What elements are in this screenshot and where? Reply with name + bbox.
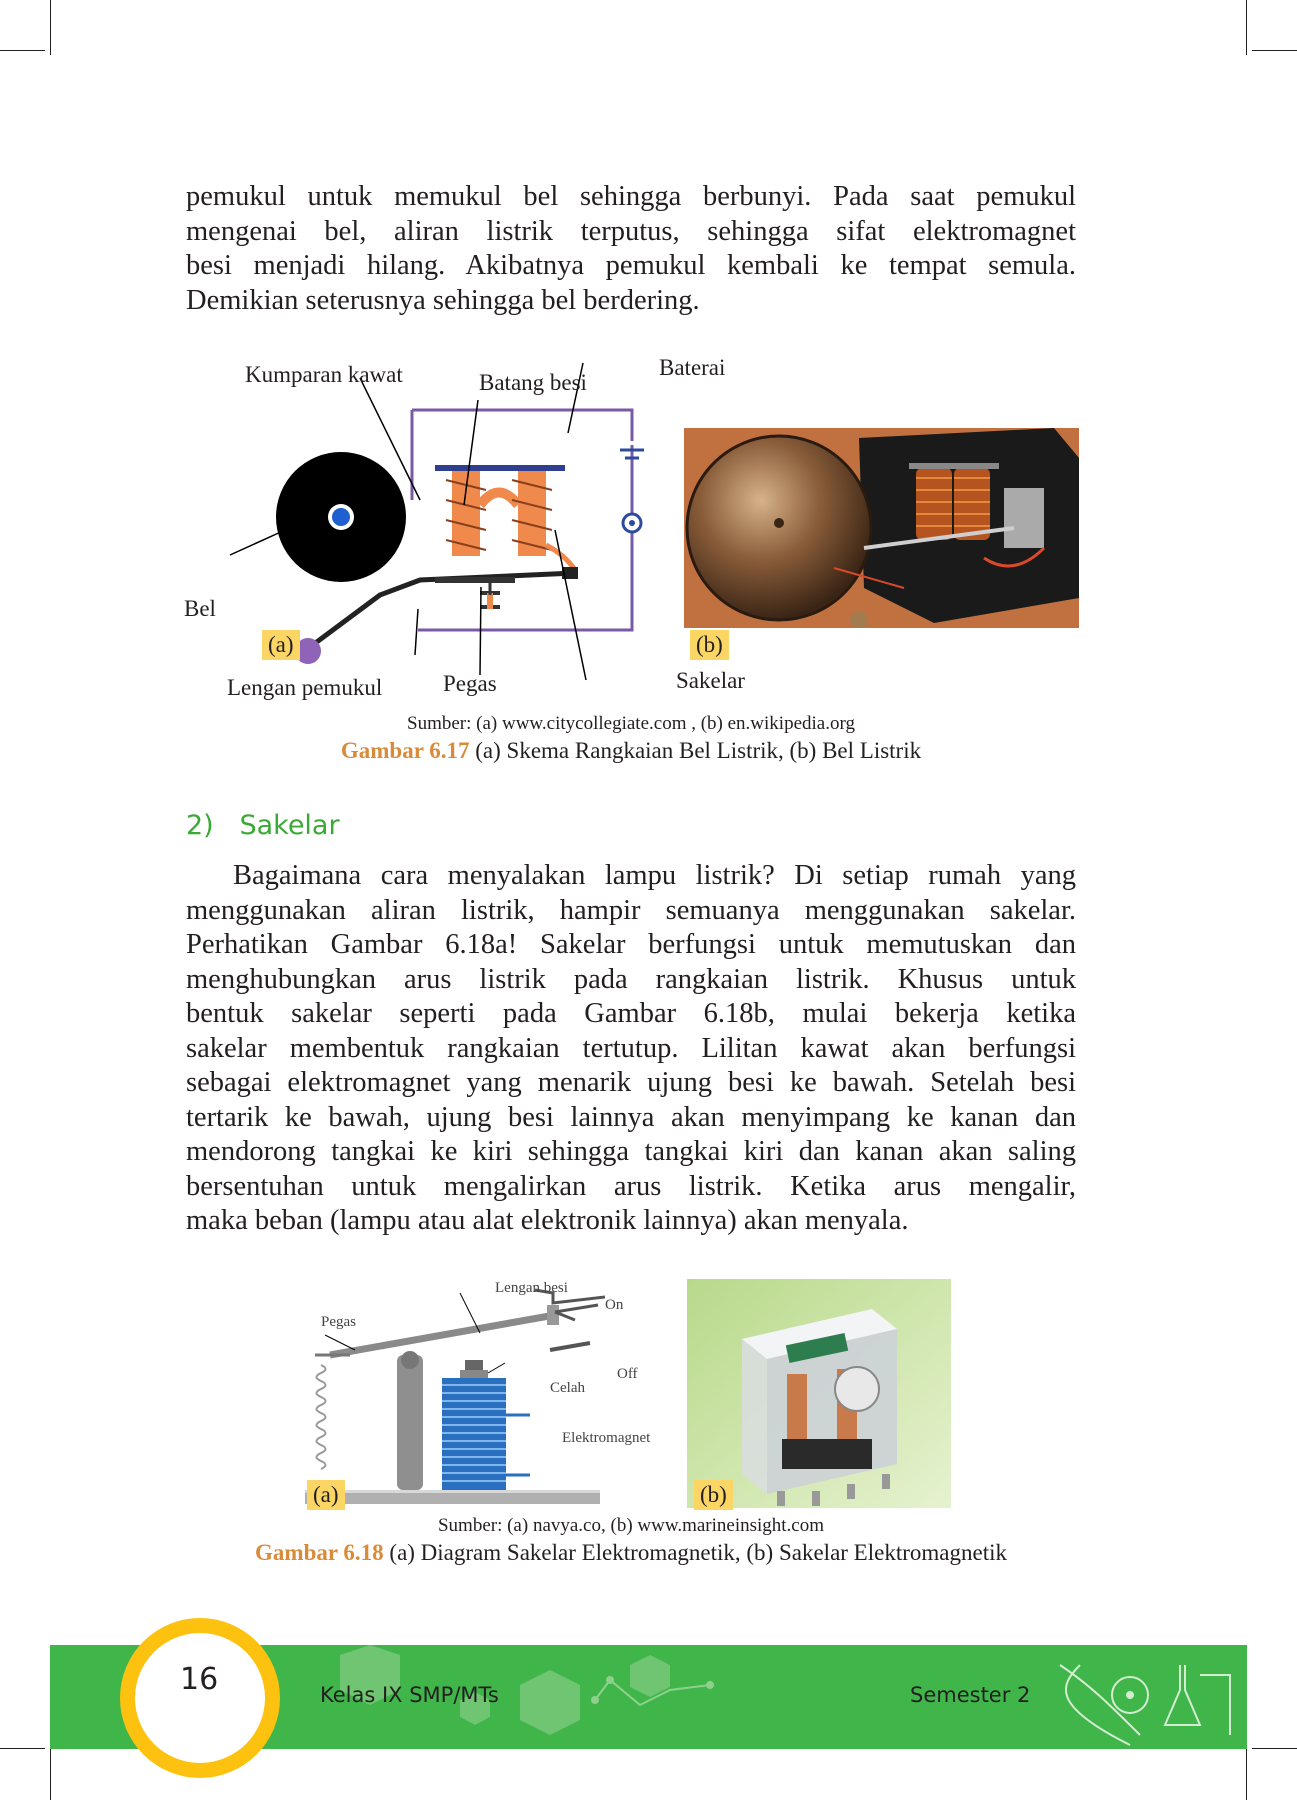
label-off: Off: [617, 1366, 638, 1382]
paragraph-bell-continued: pemukul untuk memukul bel sehingga berbu…: [186, 180, 1076, 318]
figure-tag-b: (b): [694, 1480, 733, 1510]
figure-caption: Gambar 6.17 (a) Skema Rangkaian Bel List…: [186, 738, 1076, 764]
page-number-inner: [135, 1633, 265, 1763]
crop-mark: [0, 50, 45, 51]
switch-diagram: [305, 1288, 605, 1504]
text-line: pemukul untuk memukul bel sehingga berbu…: [186, 181, 1076, 212]
text-line: Bagaimana cara menyalakan lampu listrik?…: [233, 860, 1076, 891]
footer-class-label: Kelas IX SMP/MTs: [320, 1683, 499, 1707]
page-number: 16: [180, 1662, 219, 1697]
label-baterai: Baterai: [659, 355, 726, 380]
relay-photo: [687, 1279, 951, 1508]
crop-mark: [0, 1748, 45, 1749]
figure-caption-text: (a) Diagram Sakelar Elektromagnetik, (b)…: [383, 1540, 1007, 1565]
label-lengan-pemukul: Lengan pemukul: [227, 675, 383, 700]
crop-mark: [1252, 50, 1297, 51]
section-heading: 2) Sakelar: [186, 810, 340, 841]
crop-mark: [50, 1748, 51, 1800]
text-line: sakelar membentuk rangkaian tertutup. Li…: [186, 1032, 1076, 1064]
footer-semester-label: Semester 2: [910, 1683, 1031, 1707]
label-bel: Bel: [184, 596, 216, 621]
text-line: menghubungkan arus listrik pada rangkaia…: [186, 963, 1076, 995]
text-line: Demikian seterusnya sehingga bel berderi…: [186, 284, 700, 316]
figure-source: Sumber: (a) navya.co, (b) www.marineinsi…: [437, 1515, 825, 1536]
figure-number: Gambar 6.17: [340, 738, 470, 763]
bell-circuit-diagram: [229, 362, 644, 681]
label-elektromagnet: Elektromagnet: [562, 1430, 651, 1446]
crop-mark: [1246, 1748, 1247, 1800]
label-celah: Celah: [550, 1380, 585, 1396]
figure-caption-text: (a) Skema Rangkaian Bel Listrik, (b) Bel…: [469, 738, 922, 763]
figure-source: Sumber: (a) www.citycollegiate.com , (b)…: [407, 713, 855, 734]
text-line: maka beban (lampu atau alat elektronik l…: [186, 1205, 909, 1236]
paragraph-sakelar: Bagaimana cara menyalakan lampu listrik?…: [186, 859, 1076, 1239]
figure-tag-a: (a): [307, 1480, 345, 1510]
figure-tag-b: (b): [690, 630, 729, 660]
text-line: besi menjadi hilang. Akibatnya pemukul k…: [186, 250, 1076, 281]
figure-tag-a: (a): [262, 630, 300, 660]
label-pegas: Pegas: [443, 671, 497, 696]
label-lengan-besi: Lengan besi: [495, 1280, 568, 1296]
text-line: tertarik ke bawah, ujung besi lainnya ak…: [186, 1101, 1076, 1133]
figure-number: Gambar 6.18: [255, 1540, 384, 1565]
label-on: On: [605, 1297, 624, 1313]
text-line: sebagai elektromagnet yang menarik ujung…: [186, 1067, 1076, 1098]
crop-mark: [1252, 1748, 1297, 1749]
label-pegas-switch: Pegas: [321, 1314, 356, 1330]
label-sakelar: Sakelar: [676, 668, 745, 693]
figure-caption: Gambar 6.18 (a) Diagram Sakelar Elektrom…: [186, 1540, 1076, 1566]
label-batang-besi: Batang besi: [479, 370, 587, 395]
crop-mark: [50, 0, 51, 55]
text-line: Perhatikan Gambar 6.18a! Sakelar berfung…: [186, 929, 1076, 960]
text-line: bersentuhan untuk mengalirkan arus listr…: [186, 1170, 1076, 1202]
text-line: mendorong tangkai ke kiri sehingga tangk…: [186, 1136, 1076, 1167]
text-line: menggunakan aliran listrik, hampir semua…: [186, 894, 1076, 926]
text-line: bentuk sakelar seperti pada Gambar 6.18b…: [186, 998, 1076, 1029]
electric-bell-photo: [684, 428, 1079, 628]
text-line: mengenai bel, aliran listrik terputus, s…: [186, 215, 1076, 247]
footer-decoration: [340, 1645, 1231, 1746]
crop-mark: [1246, 0, 1247, 55]
label-kumparan-kawat: Kumparan kawat: [245, 362, 403, 387]
